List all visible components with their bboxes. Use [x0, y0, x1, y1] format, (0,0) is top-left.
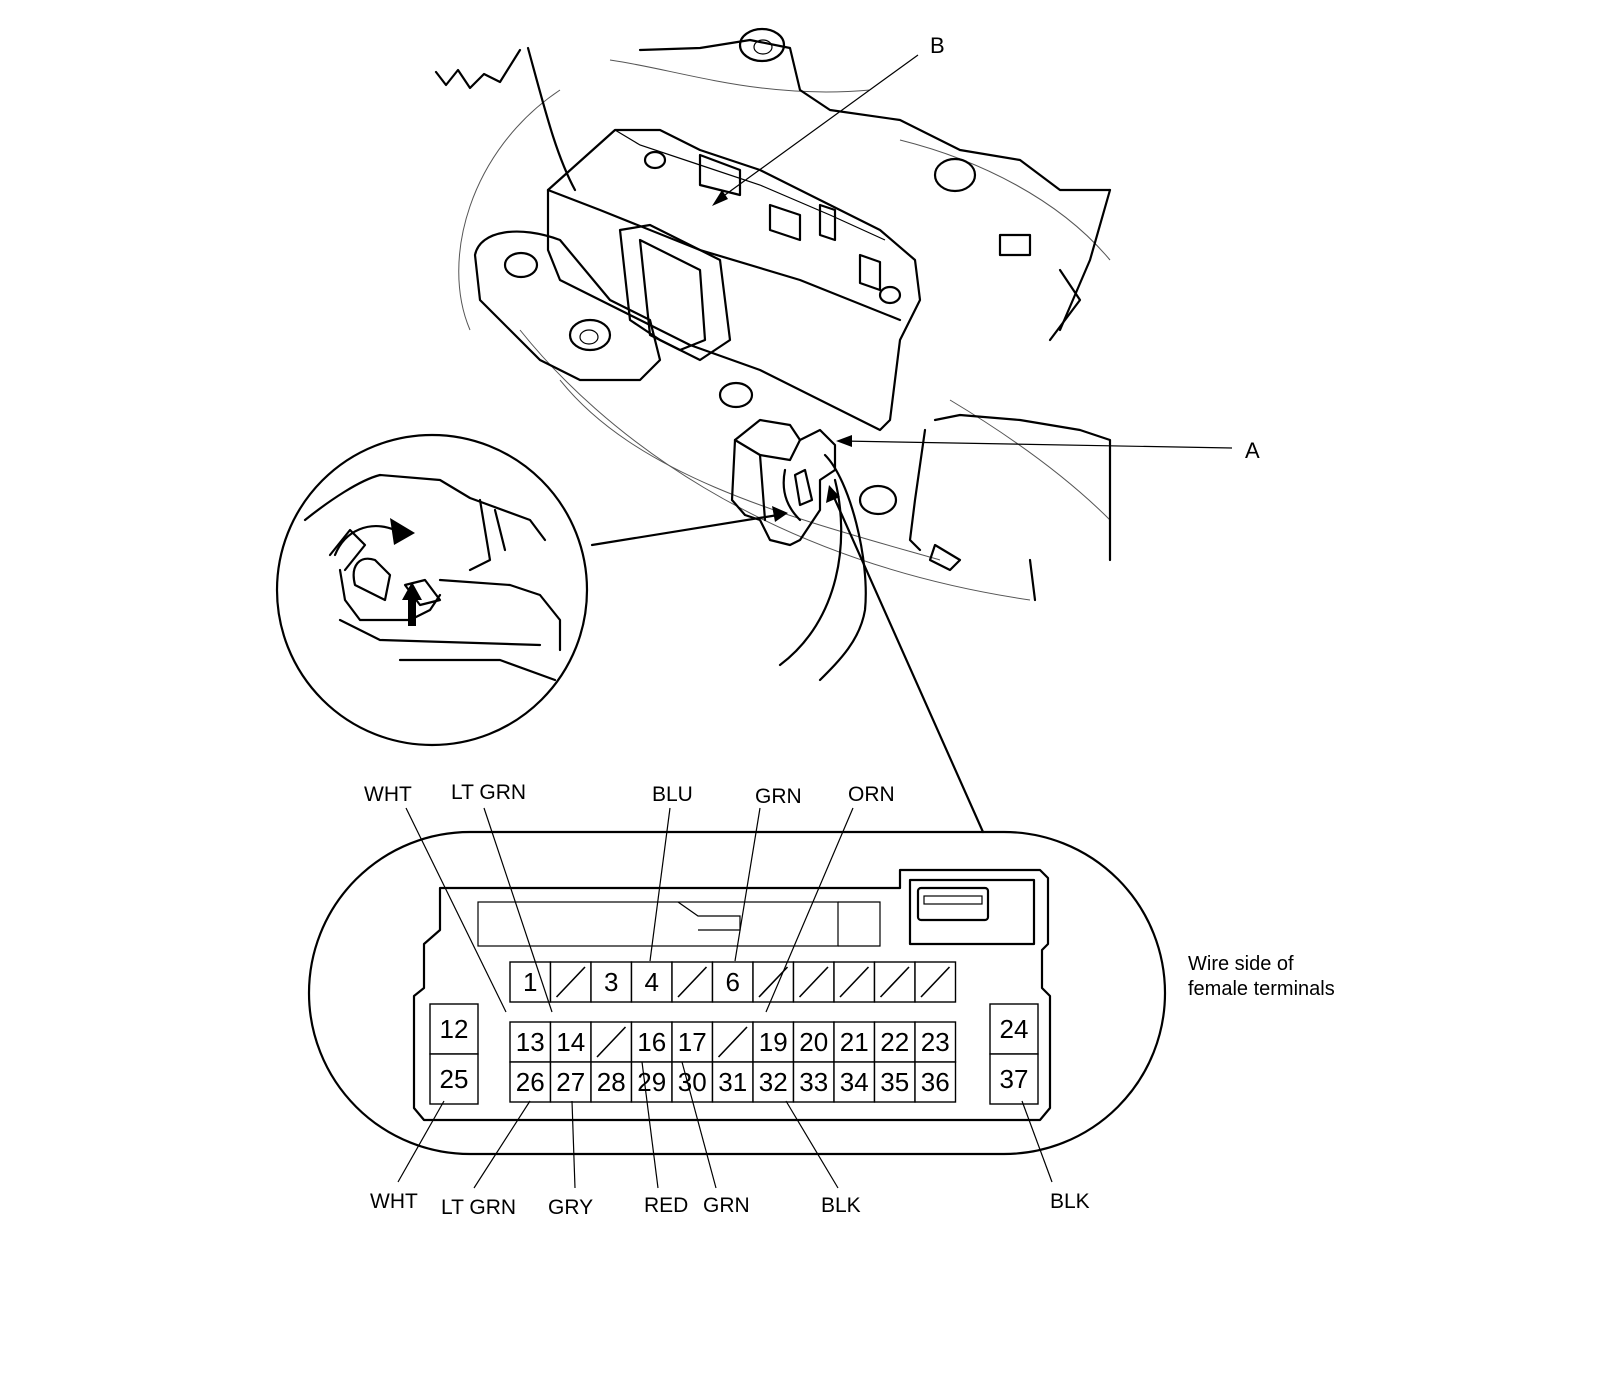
detail-leader-line: [590, 513, 780, 547]
top-label-grn: GRN: [755, 785, 802, 808]
terminal-row1-3-cell: [630, 961, 673, 1003]
bottom-label-red: RED: [644, 1194, 688, 1217]
terminal-row1-1-unused-mark: [555, 966, 586, 998]
terminal-row2-8-number: 21: [840, 1027, 869, 1057]
callout-a: A: [1245, 438, 1260, 463]
side-note-line-1: Wire side of: [1188, 953, 1294, 975]
terminal-row2-1-cell: [549, 1021, 592, 1063]
terminal-row1-7-unused-mark: [798, 966, 829, 998]
terminal-left-1-cell: [429, 1053, 479, 1105]
curved-arrow-icon: [390, 518, 415, 545]
terminal-right-1-cell: [989, 1053, 1039, 1105]
terminal-row2-6-cell: [752, 1021, 795, 1063]
terminal-row3-7-cell: [792, 1061, 835, 1103]
terminal-left-1-number: 25: [440, 1064, 469, 1094]
terminal-left-0-number: 12: [440, 1014, 469, 1044]
side-note-line-2: female terminals: [1188, 978, 1335, 1000]
terminal-row1-9-unused-mark: [879, 966, 910, 998]
callout-b: B: [930, 33, 945, 58]
terminal-row2-1-number: 14: [556, 1027, 585, 1057]
detail-view: [275, 433, 589, 747]
connector-housing: [412, 868, 1052, 1122]
terminal-row3-4-number: 30: [678, 1067, 707, 1097]
terminal-row2-7-cell: [792, 1021, 835, 1063]
terminal-row3-2-number: 28: [597, 1067, 626, 1097]
terminal-row3-0-number: 26: [516, 1067, 545, 1097]
terminal-row3-4-cell: [671, 1061, 714, 1103]
bottom-label-blk-1: BLK: [821, 1194, 861, 1217]
detail-leader-arrow: [772, 506, 788, 522]
terminal-row3-8-number: 34: [840, 1067, 869, 1097]
terminal-row1-0-number: 1: [523, 967, 537, 997]
terminal-row1-2-number: 3: [604, 967, 618, 997]
terminal-row2-7-number: 20: [799, 1027, 828, 1057]
terminal-row3-5-number: 31: [718, 1067, 747, 1097]
terminal-row3-3-number: 29: [637, 1067, 666, 1097]
bottom-label-wht: WHT: [370, 1190, 418, 1213]
terminal-right-1-number: 37: [1000, 1064, 1029, 1094]
arrowhead-a: [836, 435, 852, 447]
wire-leader-arrow: [826, 485, 840, 503]
top-label-wht: WHT: [364, 783, 412, 806]
terminal-row2-6-number: 19: [759, 1027, 788, 1057]
up-arrow-icon: [408, 598, 416, 626]
connector-face-outline: [307, 830, 1167, 1156]
terminal-row2-5-unused-mark: [717, 1026, 748, 1058]
terminal-row2-0-number: 13: [516, 1027, 545, 1057]
terminal-row2-10-cell: [914, 1021, 957, 1063]
terminal-row1-5-cell: [711, 961, 754, 1003]
lock-tab: [916, 886, 990, 922]
terminal-row3-0-cell: [509, 1061, 552, 1103]
top-label-blu: BLU: [652, 783, 693, 806]
terminal-row3-10-cell: [914, 1061, 957, 1103]
top-label-lt-grn: LT GRN: [451, 781, 526, 804]
terminal-row2-4-cell: [671, 1021, 714, 1063]
wire-leader-line: [831, 493, 985, 834]
terminal-row1-10-unused-mark: [920, 966, 951, 998]
terminal-row2-3-cell: [630, 1021, 673, 1063]
arrowhead-b: [712, 190, 728, 206]
leader-line-a: [841, 440, 1233, 449]
terminal-row3-8-cell: [833, 1061, 876, 1103]
terminal-row2-10-number: 23: [921, 1027, 950, 1057]
terminal-row3-2-cell: [590, 1061, 633, 1103]
ecu-assembly-drawing: [434, 27, 1112, 682]
terminal-row3-10-number: 36: [921, 1067, 950, 1097]
terminal-row1-8-unused-mark: [839, 966, 870, 998]
terminal-row3-6-number: 32: [759, 1067, 788, 1097]
terminal-row2-0-cell: [509, 1021, 552, 1063]
terminal-row2-3-number: 16: [637, 1027, 666, 1057]
terminal-right-0-number: 24: [1000, 1014, 1029, 1044]
terminal-row1-3-number: 4: [645, 967, 659, 997]
bottom-label-gry: GRY: [548, 1196, 593, 1219]
terminal-row3-7-number: 33: [799, 1067, 828, 1097]
terminal-row1-4-unused-mark: [677, 966, 708, 998]
bottom-label-blk-2: BLK: [1050, 1190, 1090, 1213]
terminal-row1-5-number: 6: [726, 967, 740, 997]
terminal-row2-4-number: 17: [678, 1027, 707, 1057]
terminal-row2-2-unused-mark: [596, 1026, 627, 1058]
terminal-row3-1-cell: [549, 1061, 592, 1103]
terminal-row3-9-number: 35: [880, 1067, 909, 1097]
terminal-row3-9-cell: [873, 1061, 916, 1103]
top-label-orn: ORN: [848, 783, 895, 806]
terminal-row2-9-number: 22: [880, 1027, 909, 1057]
terminal-row3-1-number: 27: [556, 1067, 585, 1097]
bottom-label-grn: GRN: [703, 1194, 750, 1217]
bottom-label-lt-grn: LT GRN: [441, 1196, 516, 1219]
leader-line-b: [717, 54, 919, 201]
wire-color-leaders: [397, 807, 1053, 1189]
terminal-row1-0-cell: [509, 961, 552, 1003]
